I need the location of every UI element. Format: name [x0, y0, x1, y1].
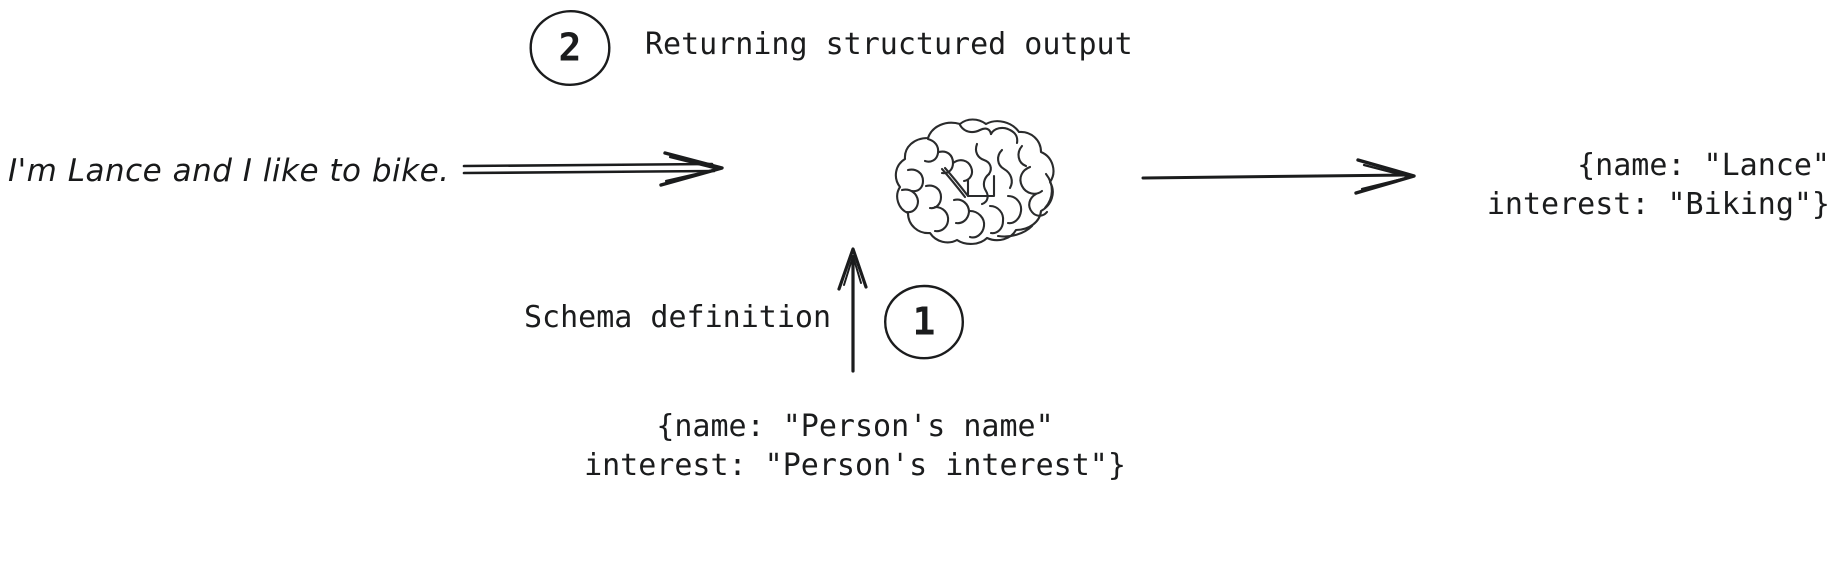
schema-line-2: interest: "Person's interest"}	[584, 448, 1126, 483]
step-1-number: 1	[913, 300, 936, 344]
input-text: I'm Lance and I like to bike.	[8, 153, 450, 189]
step-2-badge: 2	[527, 8, 613, 88]
schema-line-1: {name: "Person's name"	[656, 409, 1054, 444]
schema-code-block: {name: "Person's name" interest: "Person'…	[455, 407, 1255, 485]
output-code-block: {name: "Lance" interest: "Biking"}	[1180, 146, 1830, 224]
output-line-2: interest: "Biking"}	[1486, 187, 1830, 222]
step-2-label: Returning structured output	[645, 27, 1133, 62]
schema-definition-label: Schema definition	[524, 300, 832, 335]
output-line-1: {name: "Lance"	[1577, 148, 1830, 183]
step-2-number: 2	[559, 26, 582, 70]
arrow-brain-to-output-icon	[1140, 150, 1440, 205]
step-1-badge: 1	[882, 283, 966, 361]
arrow-input-to-brain-icon	[460, 140, 740, 200]
arrow-schema-to-brain-icon	[828, 245, 883, 375]
brain-icon	[890, 112, 1070, 247]
